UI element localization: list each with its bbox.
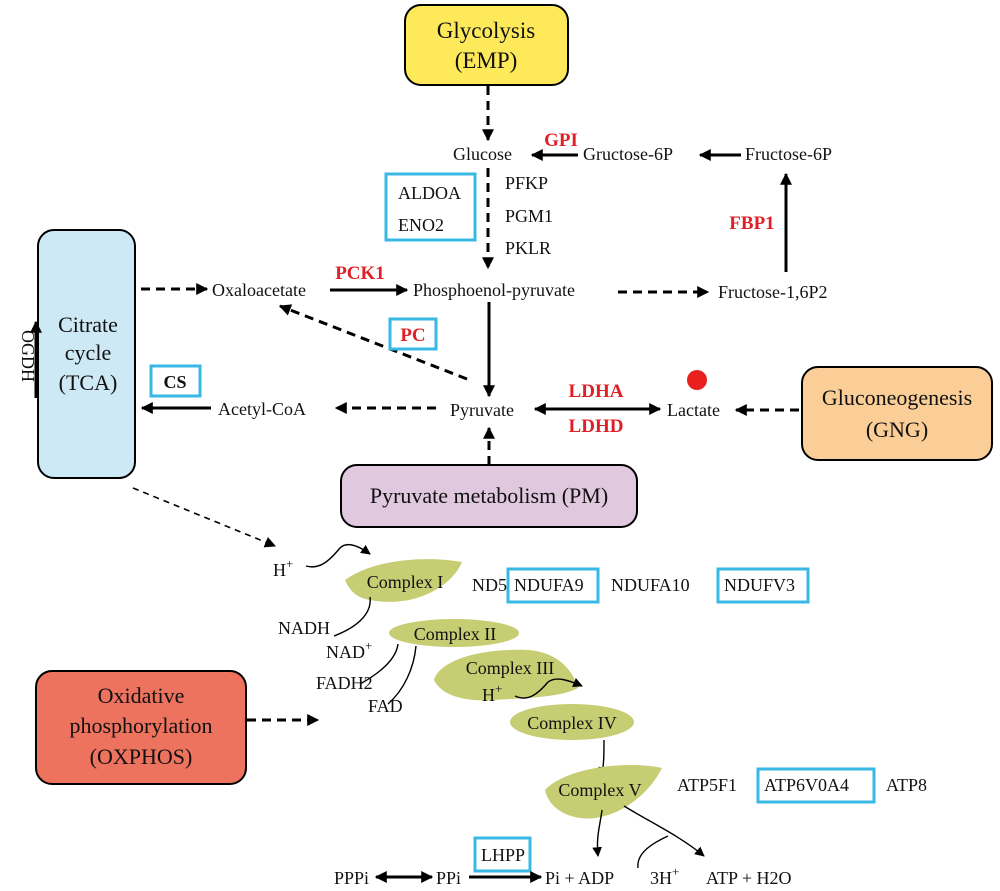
oxphos-title-line1: Oxidative <box>98 683 185 708</box>
arrow-nadh <box>333 596 371 637</box>
arrow-complex-v-to-pi-adp <box>592 809 603 857</box>
highlight-box-lhpp <box>473 836 532 873</box>
glycolysis-title: Glycolysis <box>437 18 535 43</box>
gene-nd5: ND5 <box>472 575 507 595</box>
arrow-complex-v-to-atp <box>623 805 705 857</box>
gene-pck1: PCK1 <box>335 263 385 284</box>
gene-pc: PC <box>400 325 425 346</box>
highlight-box-aldoa-eno2 <box>384 172 477 242</box>
gene-cs: CS <box>163 372 186 392</box>
glycolysis-abbr: (EMP) <box>455 48 518 73</box>
gene-ndufa9: NDUFA9 <box>514 575 584 595</box>
fructose6p-label: Fructose-6P <box>745 144 832 164</box>
gene-atp5f1: ATP5F1 <box>677 775 737 795</box>
pyruvate-label: Pyruvate <box>450 400 514 420</box>
oxphos-abbr: (OXPHOS) <box>90 744 193 769</box>
three-h-plus-label: 3H+ <box>650 864 679 888</box>
gene-eno2: ENO2 <box>398 215 444 235</box>
arrow-h-plus-2 <box>514 678 583 699</box>
glycolysis-box: Glycolysis (EMP) <box>404 4 569 86</box>
arrow-3h-plus <box>637 835 669 869</box>
gructose6p-label: Gructose-6P <box>583 144 673 164</box>
gene-atp8: ATP8 <box>886 775 927 795</box>
gene-lhpp: LHPP <box>481 845 525 865</box>
gene-ndufa10: NDUFA10 <box>611 575 690 595</box>
arrow-pyruvate-to-oxaloacetate <box>278 304 468 381</box>
oxaloacetate-label: Oxaloacetate <box>212 280 306 300</box>
complex-v-label: Complex V <box>558 780 641 800</box>
gene-pklr: PKLR <box>505 238 551 258</box>
gene-fbp1: FBP1 <box>729 213 774 234</box>
pyruvate-metabolism-title: Pyruvate metabolism (PM) <box>370 483 608 508</box>
nadh-label: NADH <box>278 618 330 638</box>
tca-box: Citrate cycle (TCA) <box>37 229 136 479</box>
complex-i-shape <box>345 559 462 602</box>
gene-atp6v0a4: ATP6V0A4 <box>764 775 849 795</box>
complex-ii-label: Complex II <box>414 624 497 644</box>
complex-v-shape <box>545 764 662 819</box>
gene-gpi: GPI <box>544 130 578 151</box>
gluconeogenesis-title: Gluconeogenesis <box>822 385 972 410</box>
lactate-label: Lactate <box>667 400 720 420</box>
tca-title-line2: cycle <box>65 340 111 365</box>
highlight-box-ndufv3 <box>716 567 810 604</box>
gene-aldoa: ALDOA <box>398 183 461 203</box>
gluconeogenesis-abbr: (GNG) <box>866 417 928 442</box>
marker-dot <box>687 370 707 390</box>
arrow-fadh2 <box>359 643 399 685</box>
tca-title-line1: Citrate <box>58 312 118 337</box>
highlight-box-atp6v0a4 <box>756 767 876 804</box>
pi-adp-label: Pi + ADP <box>545 868 614 888</box>
h-plus-2: H+ <box>482 681 502 705</box>
gluconeogenesis-box: Gluconeogenesis (GNG) <box>801 366 993 461</box>
complex-i-label: Complex I <box>367 572 444 592</box>
glucose-label: Glucose <box>453 144 512 164</box>
gene-ldha: LDHA <box>569 381 624 402</box>
gene-pfkp: PFKP <box>505 173 548 193</box>
pyruvate-metabolism-box: Pyruvate metabolism (PM) <box>340 464 638 528</box>
arrow-fad <box>387 645 417 705</box>
gene-ogdh: OGDH <box>18 330 38 382</box>
arrow-h-plus-1 <box>305 543 371 568</box>
highlight-box-pc <box>388 317 438 351</box>
highlight-box-cs <box>149 364 202 398</box>
highlight-box-ndufa9 <box>506 567 600 604</box>
complex-iii-label: Complex III <box>466 658 554 678</box>
oxphos-title-line2: phosphorylation <box>70 713 213 738</box>
complex-ii-shape <box>389 619 519 647</box>
fructose16p2-label: Fructose-1,6P2 <box>718 282 828 302</box>
fadh2-label: FADH2 <box>316 673 373 693</box>
oxphos-box: Oxidative phosphorylation (OXPHOS) <box>35 670 247 785</box>
complex-iv-shape <box>510 704 634 740</box>
gene-ndufv3: NDUFV3 <box>724 575 795 595</box>
acetylcoa-label: Acetyl-CoA <box>218 399 306 419</box>
complex-iv-label: Complex IV <box>527 713 617 733</box>
arrow-tca-to-chain <box>132 487 277 548</box>
pppi-label: PPPi <box>334 868 369 888</box>
atp-h2o-label: ATP + H2O <box>706 868 792 888</box>
ppi-label: PPi <box>436 868 461 888</box>
fad-label: FAD <box>368 696 403 716</box>
pep-label: Phosphoenol-pyruvate <box>413 280 575 300</box>
gene-ldhd: LDHD <box>569 416 624 437</box>
gene-pgm1: PGM1 <box>505 206 553 226</box>
nad-label: NAD+ <box>326 638 372 662</box>
tca-abbr: (TCA) <box>59 370 118 395</box>
h-plus-1: H+ <box>273 556 293 580</box>
